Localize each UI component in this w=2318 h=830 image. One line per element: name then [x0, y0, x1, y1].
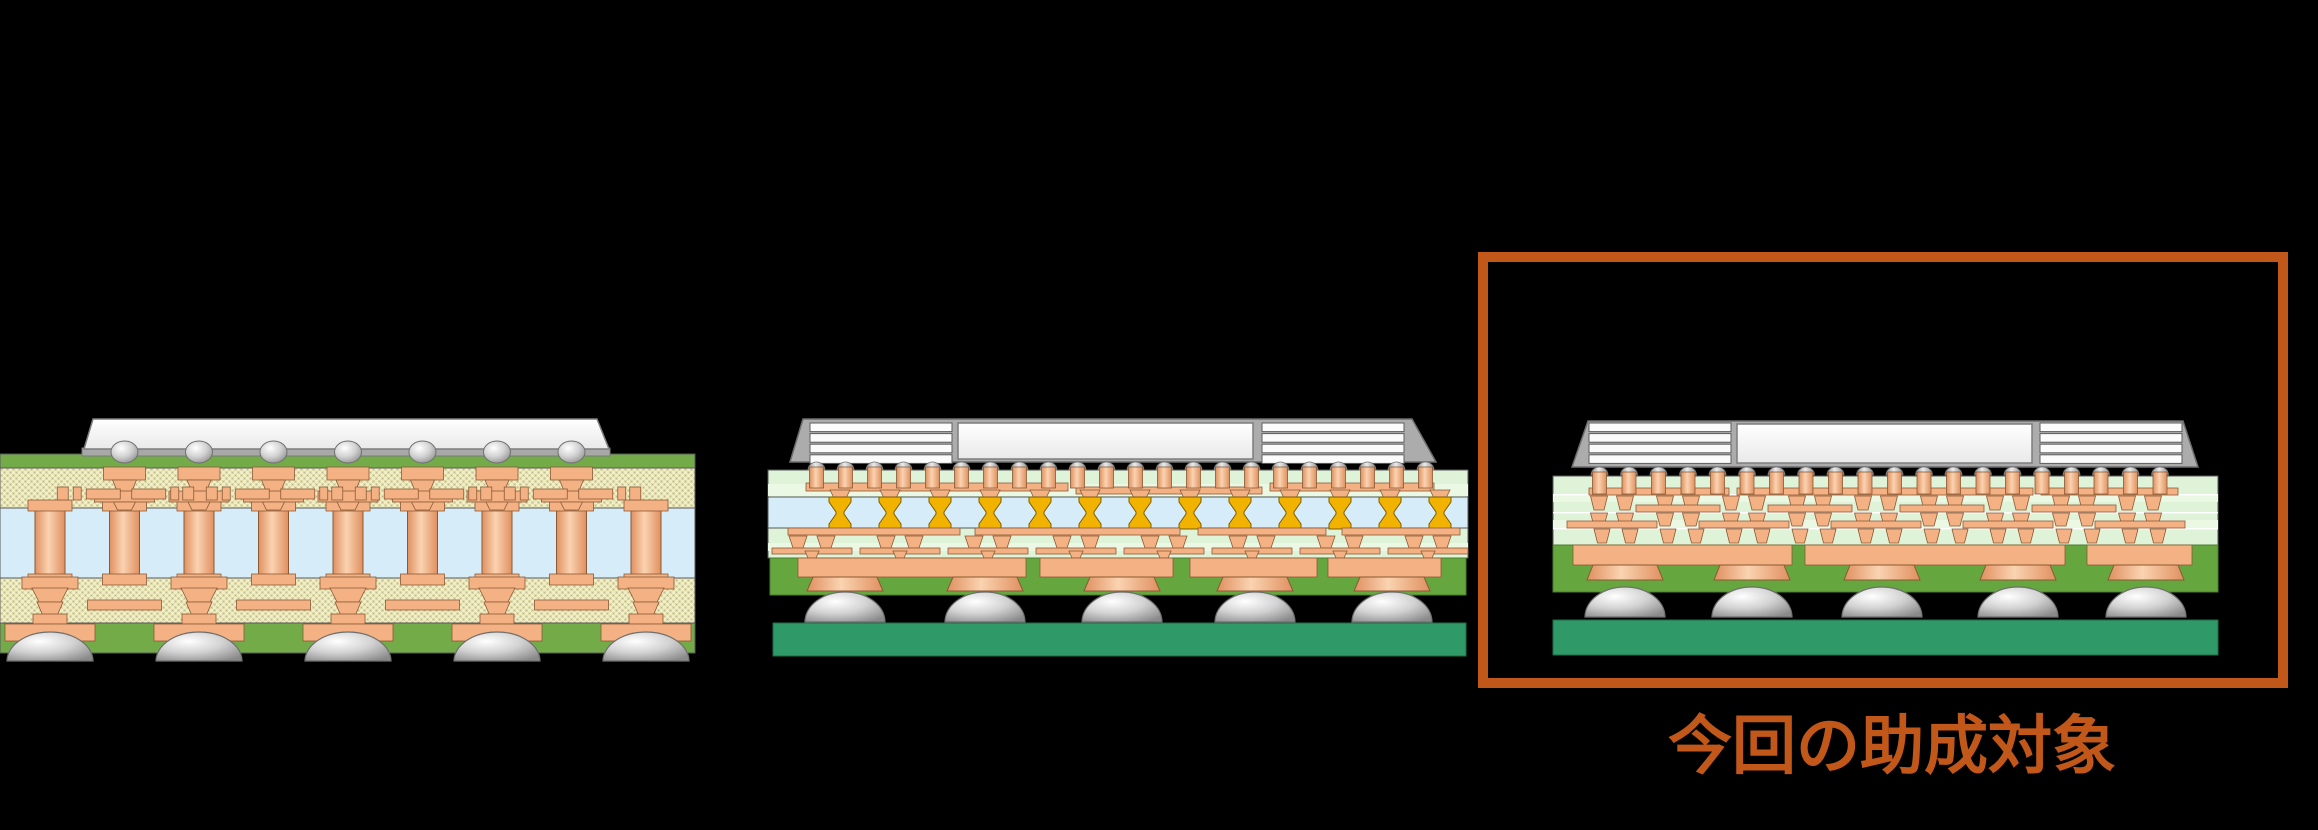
diagram-conventional-fcbga	[0, 418, 696, 662]
diagram-coreless-package	[1552, 420, 2219, 656]
highlight-label: 今回の助成対象	[1668, 711, 2116, 782]
diagram-package-with-core	[767, 418, 1469, 657]
highlight-box	[1478, 252, 2288, 688]
